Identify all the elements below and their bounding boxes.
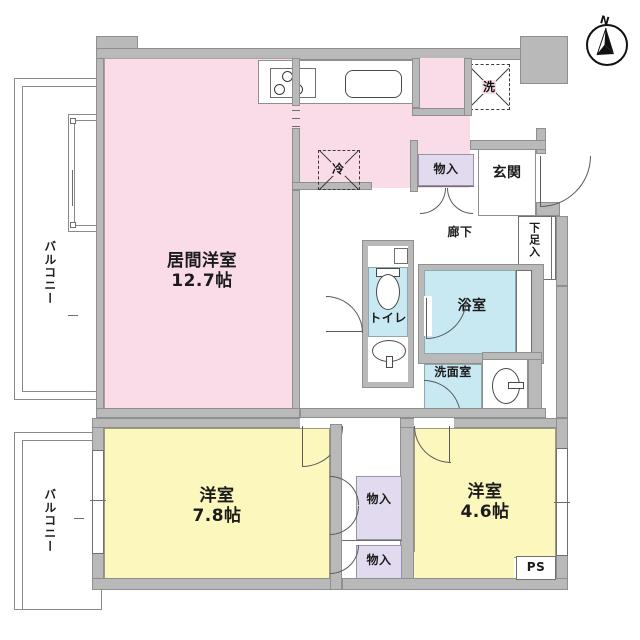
wall-genkan-left bbox=[410, 140, 418, 192]
shoe-cabinet-label: 下足入 bbox=[527, 222, 541, 258]
closet-mid-lower bbox=[356, 545, 402, 579]
living-room-name: 居間洋室 bbox=[167, 251, 237, 271]
wall-kitchen-dashgap-1 bbox=[292, 110, 300, 111]
balcony-upper-latch-top bbox=[70, 118, 76, 124]
bedroom2-door-leaf bbox=[449, 426, 450, 462]
entrance-genkan bbox=[478, 148, 536, 216]
wall-kitchen-left bbox=[292, 58, 300, 106]
pipe-shaft-box bbox=[516, 556, 556, 580]
entrance-door-arc bbox=[540, 156, 591, 207]
wall-kitchen-dashgap-3 bbox=[292, 126, 300, 127]
bath-right-panel bbox=[516, 270, 532, 354]
bedroom2-door-opening bbox=[414, 418, 454, 428]
closet-mid-door-arc-3 bbox=[330, 545, 359, 574]
wall-bedroom1-bottom bbox=[92, 578, 342, 590]
bedroom1-window bbox=[92, 450, 104, 554]
balcony-upper-mullion bbox=[72, 170, 73, 206]
wall-washroom-right bbox=[528, 352, 542, 416]
toilet-bowl bbox=[376, 274, 400, 310]
toilet-label: トイレ bbox=[369, 311, 407, 325]
washroom-label: 洗面室 bbox=[434, 365, 472, 379]
wall-kitchen-left-lower bbox=[292, 128, 300, 190]
wall-living-right bbox=[292, 190, 300, 416]
bedroom2-size: 4.6帖 bbox=[460, 502, 510, 522]
wall-hall-upper bbox=[412, 108, 472, 116]
closet-mid-upper bbox=[356, 476, 402, 540]
wall-midcloset-right bbox=[400, 424, 414, 590]
wall-kitchen-counter-right bbox=[412, 58, 420, 108]
fridge-label: 冷 bbox=[331, 162, 346, 176]
compass-rose bbox=[586, 24, 628, 66]
wall-living-bottom bbox=[96, 408, 300, 418]
entrance-label: 玄関 bbox=[492, 165, 522, 181]
balcony-upper-latch-bottom bbox=[70, 222, 76, 228]
wall-bedroom2-bottom bbox=[342, 578, 568, 590]
balcony-lower-rail-tick bbox=[74, 518, 84, 519]
wall-living-left bbox=[96, 58, 104, 416]
balcony-upper-rail-tick bbox=[68, 315, 78, 316]
compass-needle bbox=[596, 27, 614, 56]
balcony-lower-label: バルコニー bbox=[42, 488, 57, 553]
closet-mid-upper-label: 物入 bbox=[366, 492, 392, 506]
wall-right-outer-upper bbox=[556, 286, 568, 418]
pipe-shaft-label: PS bbox=[526, 560, 546, 574]
wall-kitchen-dashgap-2 bbox=[292, 118, 300, 119]
bedroom1-name: 洋室 bbox=[199, 486, 235, 506]
bedroom1-size: 7.8帖 bbox=[192, 506, 242, 526]
toilet-door-leaf bbox=[326, 331, 362, 332]
bath-door-leaf bbox=[426, 298, 427, 338]
stove-burner-2 bbox=[274, 84, 285, 95]
fridge-placement-box bbox=[318, 150, 360, 190]
wall-washroom-top bbox=[482, 352, 542, 360]
entrance-door-leaf bbox=[540, 156, 541, 206]
wall-corridor-bottom bbox=[300, 408, 546, 418]
shoe-cabinet-line-a bbox=[551, 216, 552, 280]
balcony-lower-rail-inner bbox=[22, 440, 102, 610]
corridor-label: 廊下 bbox=[447, 225, 473, 239]
closet-mid-door-arc-1 bbox=[330, 476, 359, 505]
bedroom1-corridor-door-leaf bbox=[302, 426, 303, 466]
toilet-basin-tap bbox=[386, 356, 393, 368]
balcony-upper-label: バルコニー bbox=[42, 240, 57, 305]
closet-entry bbox=[418, 154, 474, 186]
closet-entry-threshold bbox=[418, 186, 474, 187]
bedroom2-name: 洋室 bbox=[467, 482, 503, 502]
bedroom2-window-mullion bbox=[554, 502, 570, 503]
closet-mid-lower-label: 物入 bbox=[366, 553, 392, 567]
kitchen-floor-upper-right bbox=[420, 58, 472, 108]
room-bedroom1 bbox=[104, 428, 330, 586]
bedroom1-window-mullion bbox=[90, 500, 106, 501]
wall-genkan-top bbox=[470, 140, 546, 150]
closet-mid-divider bbox=[342, 540, 402, 541]
closet-mid-door-arc-2 bbox=[330, 506, 359, 535]
living-room-size: 12.7帖 bbox=[171, 271, 233, 291]
wall-top-right-block bbox=[520, 36, 568, 84]
wall-shoe-cabinet-right bbox=[556, 216, 568, 286]
closet-entry-label: 物入 bbox=[433, 162, 459, 176]
washer-label: 洗 bbox=[482, 80, 497, 94]
shoe-cabinet-line-b bbox=[555, 216, 556, 280]
bedroom1-door-opening bbox=[300, 418, 342, 428]
toilet-tank-small bbox=[394, 248, 408, 264]
kitchen-sink bbox=[345, 70, 402, 98]
vanity-tap bbox=[508, 382, 524, 389]
room-bedroom2-notch bbox=[414, 552, 514, 578]
wall-hall-right-upper bbox=[464, 58, 472, 116]
